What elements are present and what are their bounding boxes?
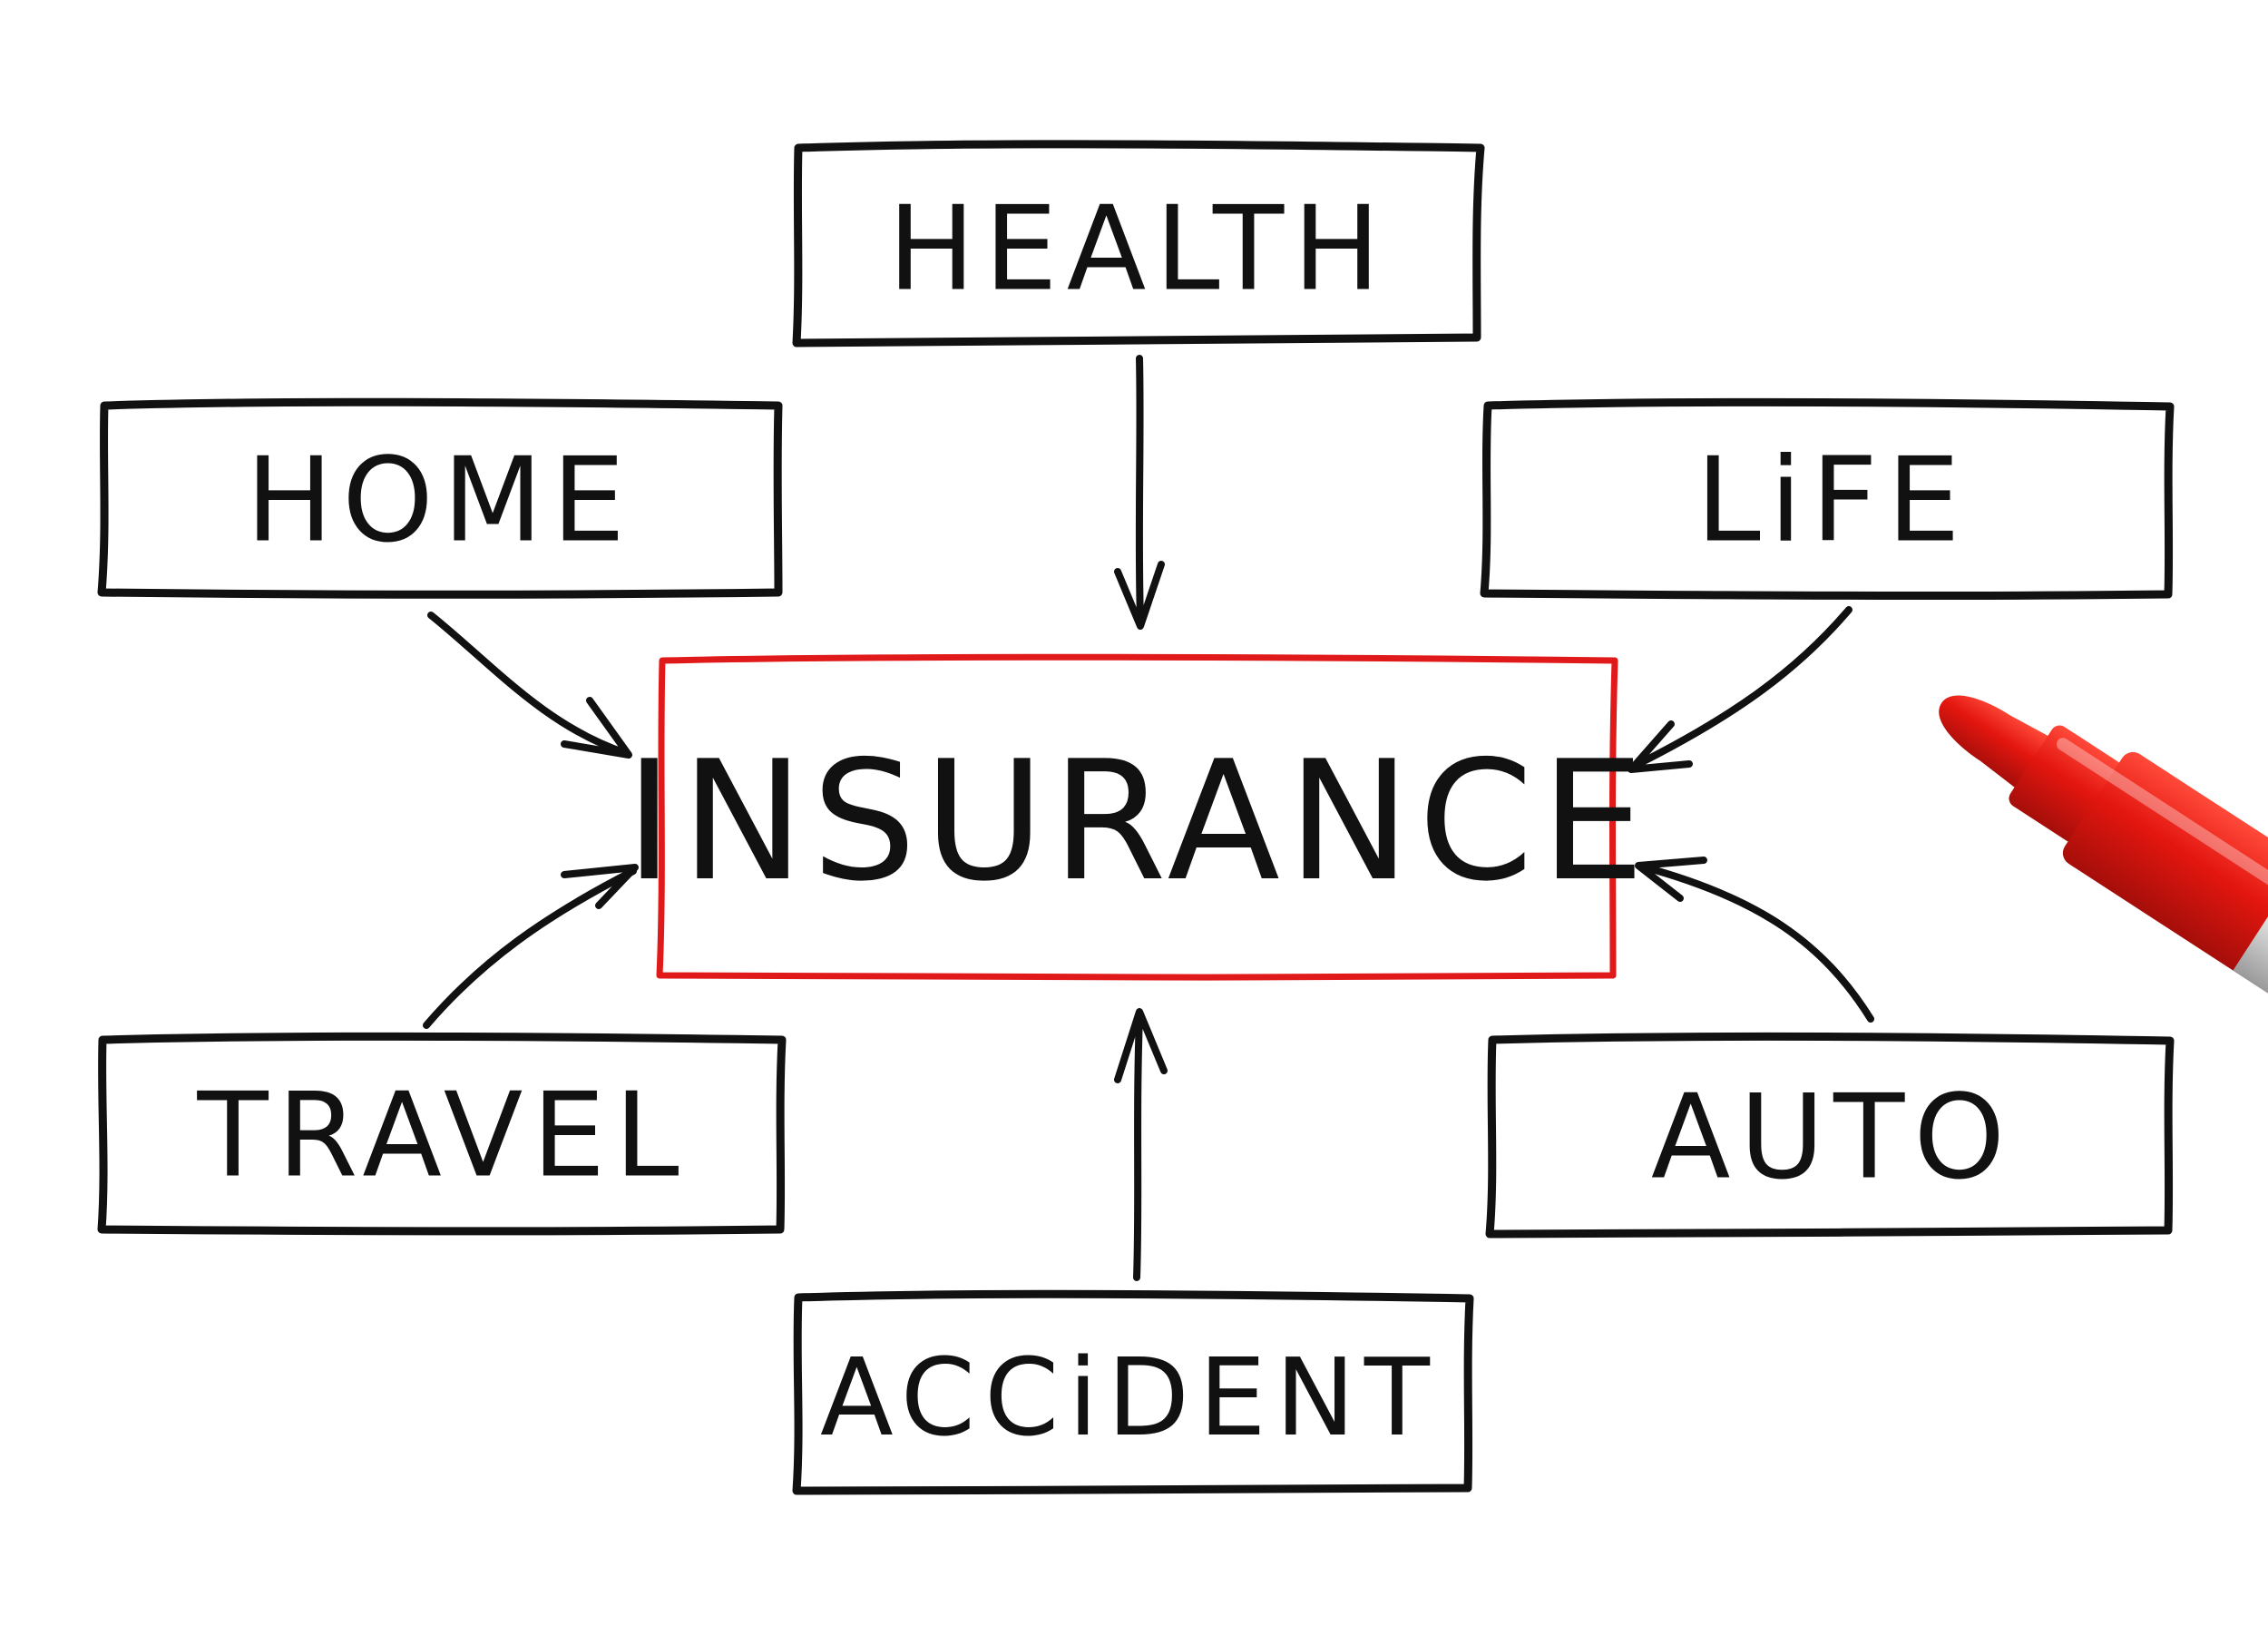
node-accident-label: ACCiDENT [820, 1335, 1439, 1460]
node-insurance-border [656, 653, 1618, 981]
node-travel: TRAVEL [97, 1032, 787, 1236]
node-insurance: INSURANCE [625, 653, 1652, 981]
arrow-health-to-insurance [1114, 355, 1165, 630]
arrow-auto-to-insurance [1635, 857, 1874, 1023]
node-life-label: LiFE [1696, 434, 1969, 569]
arrow-life-to-insurance [1628, 606, 1853, 773]
node-life: LiFE [1480, 397, 2175, 601]
node-health-label: HEALTH [888, 182, 1390, 318]
node-insurance-label: INSURANCE [625, 725, 1652, 917]
node-home-label: HOME [246, 434, 634, 569]
node-travel-border [97, 1032, 787, 1236]
node-health: HEALTH [792, 140, 1485, 348]
node-auto: AUTO [1485, 1032, 2175, 1239]
node-accident-border [792, 1289, 1474, 1495]
node-health-border [792, 140, 1485, 348]
marker-body [2062, 751, 2268, 1031]
marker-tip [1939, 695, 2050, 788]
node-home-border [97, 397, 783, 599]
node-travel-label: TRAVEL [196, 1069, 688, 1204]
arrow-home-to-insurance [427, 612, 632, 759]
arrow-accident-to-insurance [1114, 1008, 1168, 1281]
arrow-travel-to-insurance [423, 864, 639, 1029]
node-home: HOME [97, 397, 783, 599]
node-life-border [1480, 397, 2175, 601]
node-auto-label: AUTO [1651, 1071, 2014, 1206]
node-auto-border [1485, 1032, 2175, 1239]
red-marker-illustration [1939, 695, 2268, 1100]
node-accident: ACCiDENT [792, 1289, 1474, 1495]
marker-highlight [2056, 738, 2268, 932]
